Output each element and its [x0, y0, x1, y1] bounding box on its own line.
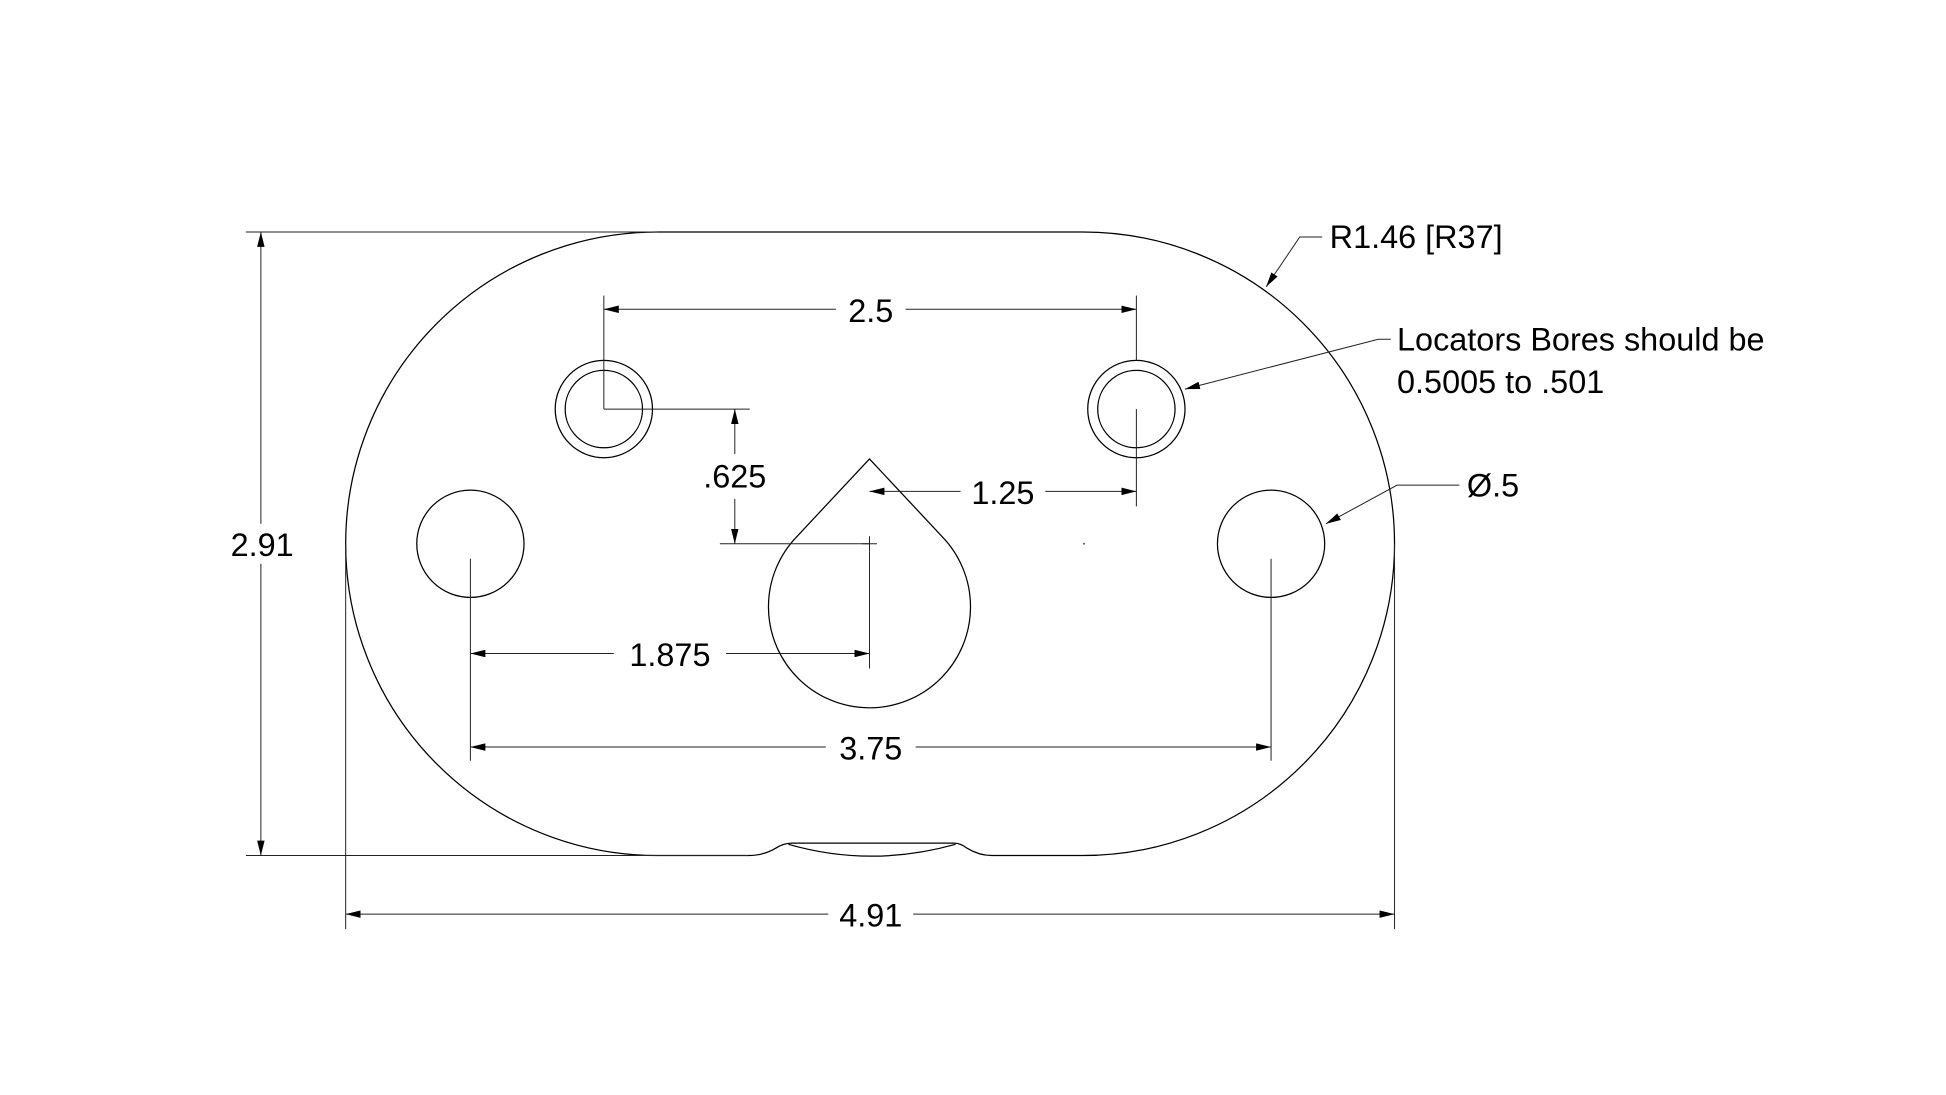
leader-radius: R1.46 [R37] [1265, 219, 1503, 288]
notch-arc [788, 843, 956, 857]
leader-locators: Locators Bores should be 0.5005 to .501 [1184, 321, 1765, 400]
dim-text: .625 [703, 459, 766, 495]
dim-text: 1.25 [971, 475, 1034, 511]
dim-locator-spacing: 2.5 [603, 290, 1137, 410]
part-outline [345, 231, 1396, 857]
radius-note: R1.46 [R37] [1330, 219, 1503, 255]
dim-text: 3.75 [839, 731, 902, 767]
dim-locator-horizontal: 1.25 [869, 409, 1137, 512]
dim-locator-vertical: .625 [603, 408, 870, 545]
locator-note-line2: 0.5005 to .501 [1397, 364, 1604, 400]
teardrop-cutout [767, 458, 972, 709]
dim-hole-spacing: 3.75 [470, 558, 1272, 767]
dim-text: 2.91 [231, 527, 294, 563]
locator-note-line1: Locators Bores should be [1397, 321, 1765, 357]
dim-text: 4.91 [839, 898, 902, 934]
center-point [1082, 542, 1085, 545]
dim-text: 2.5 [848, 293, 893, 329]
diameter-note: Ø.5 [1467, 467, 1519, 503]
dim-text: 1.875 [629, 637, 710, 673]
dim-overall-width: 4.91 [345, 543, 1396, 934]
dim-hole-offset: 1.875 [469, 551, 870, 761]
dim-overall-height: 2.91 [224, 231, 749, 857]
leader-hole-diameter: Ø.5 [1325, 467, 1519, 525]
